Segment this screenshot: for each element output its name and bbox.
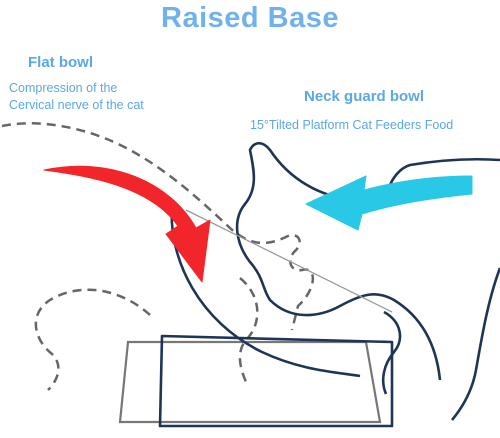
navy-cat-neck-curve [170, 204, 361, 378]
flat-bowl-description: Compression of the Cervical nerve of the… [9, 80, 199, 114]
tilt-guide-line [185, 209, 393, 313]
dashed-cat-body [34, 288, 151, 391]
flat-bowl-base [118, 340, 382, 424]
navy-cat-paw-outline [381, 310, 402, 395]
dashed-cat-paw [238, 277, 259, 383]
neck-guard-bowl-title: Neck guard bowl [304, 88, 425, 105]
neck-guard-bowl-description: 15°Tilted Platform Cat Feeders Food [250, 118, 454, 132]
dashed-cat-outline [1, 122, 315, 331]
cyan-arrow-icon [305, 175, 473, 231]
navy-cat-back-outline [451, 267, 500, 421]
red-curved-arrow-icon [43, 165, 211, 283]
flat-bowl-title: Flat bowl [28, 54, 93, 71]
flat-bowl-description-line1: Compression of the [9, 81, 118, 95]
neck-guard-bowl-base [158, 334, 394, 428]
page-title: Raised Base [161, 2, 339, 34]
flat-bowl-description-line2: Cervical nerve of the cat [9, 98, 144, 112]
